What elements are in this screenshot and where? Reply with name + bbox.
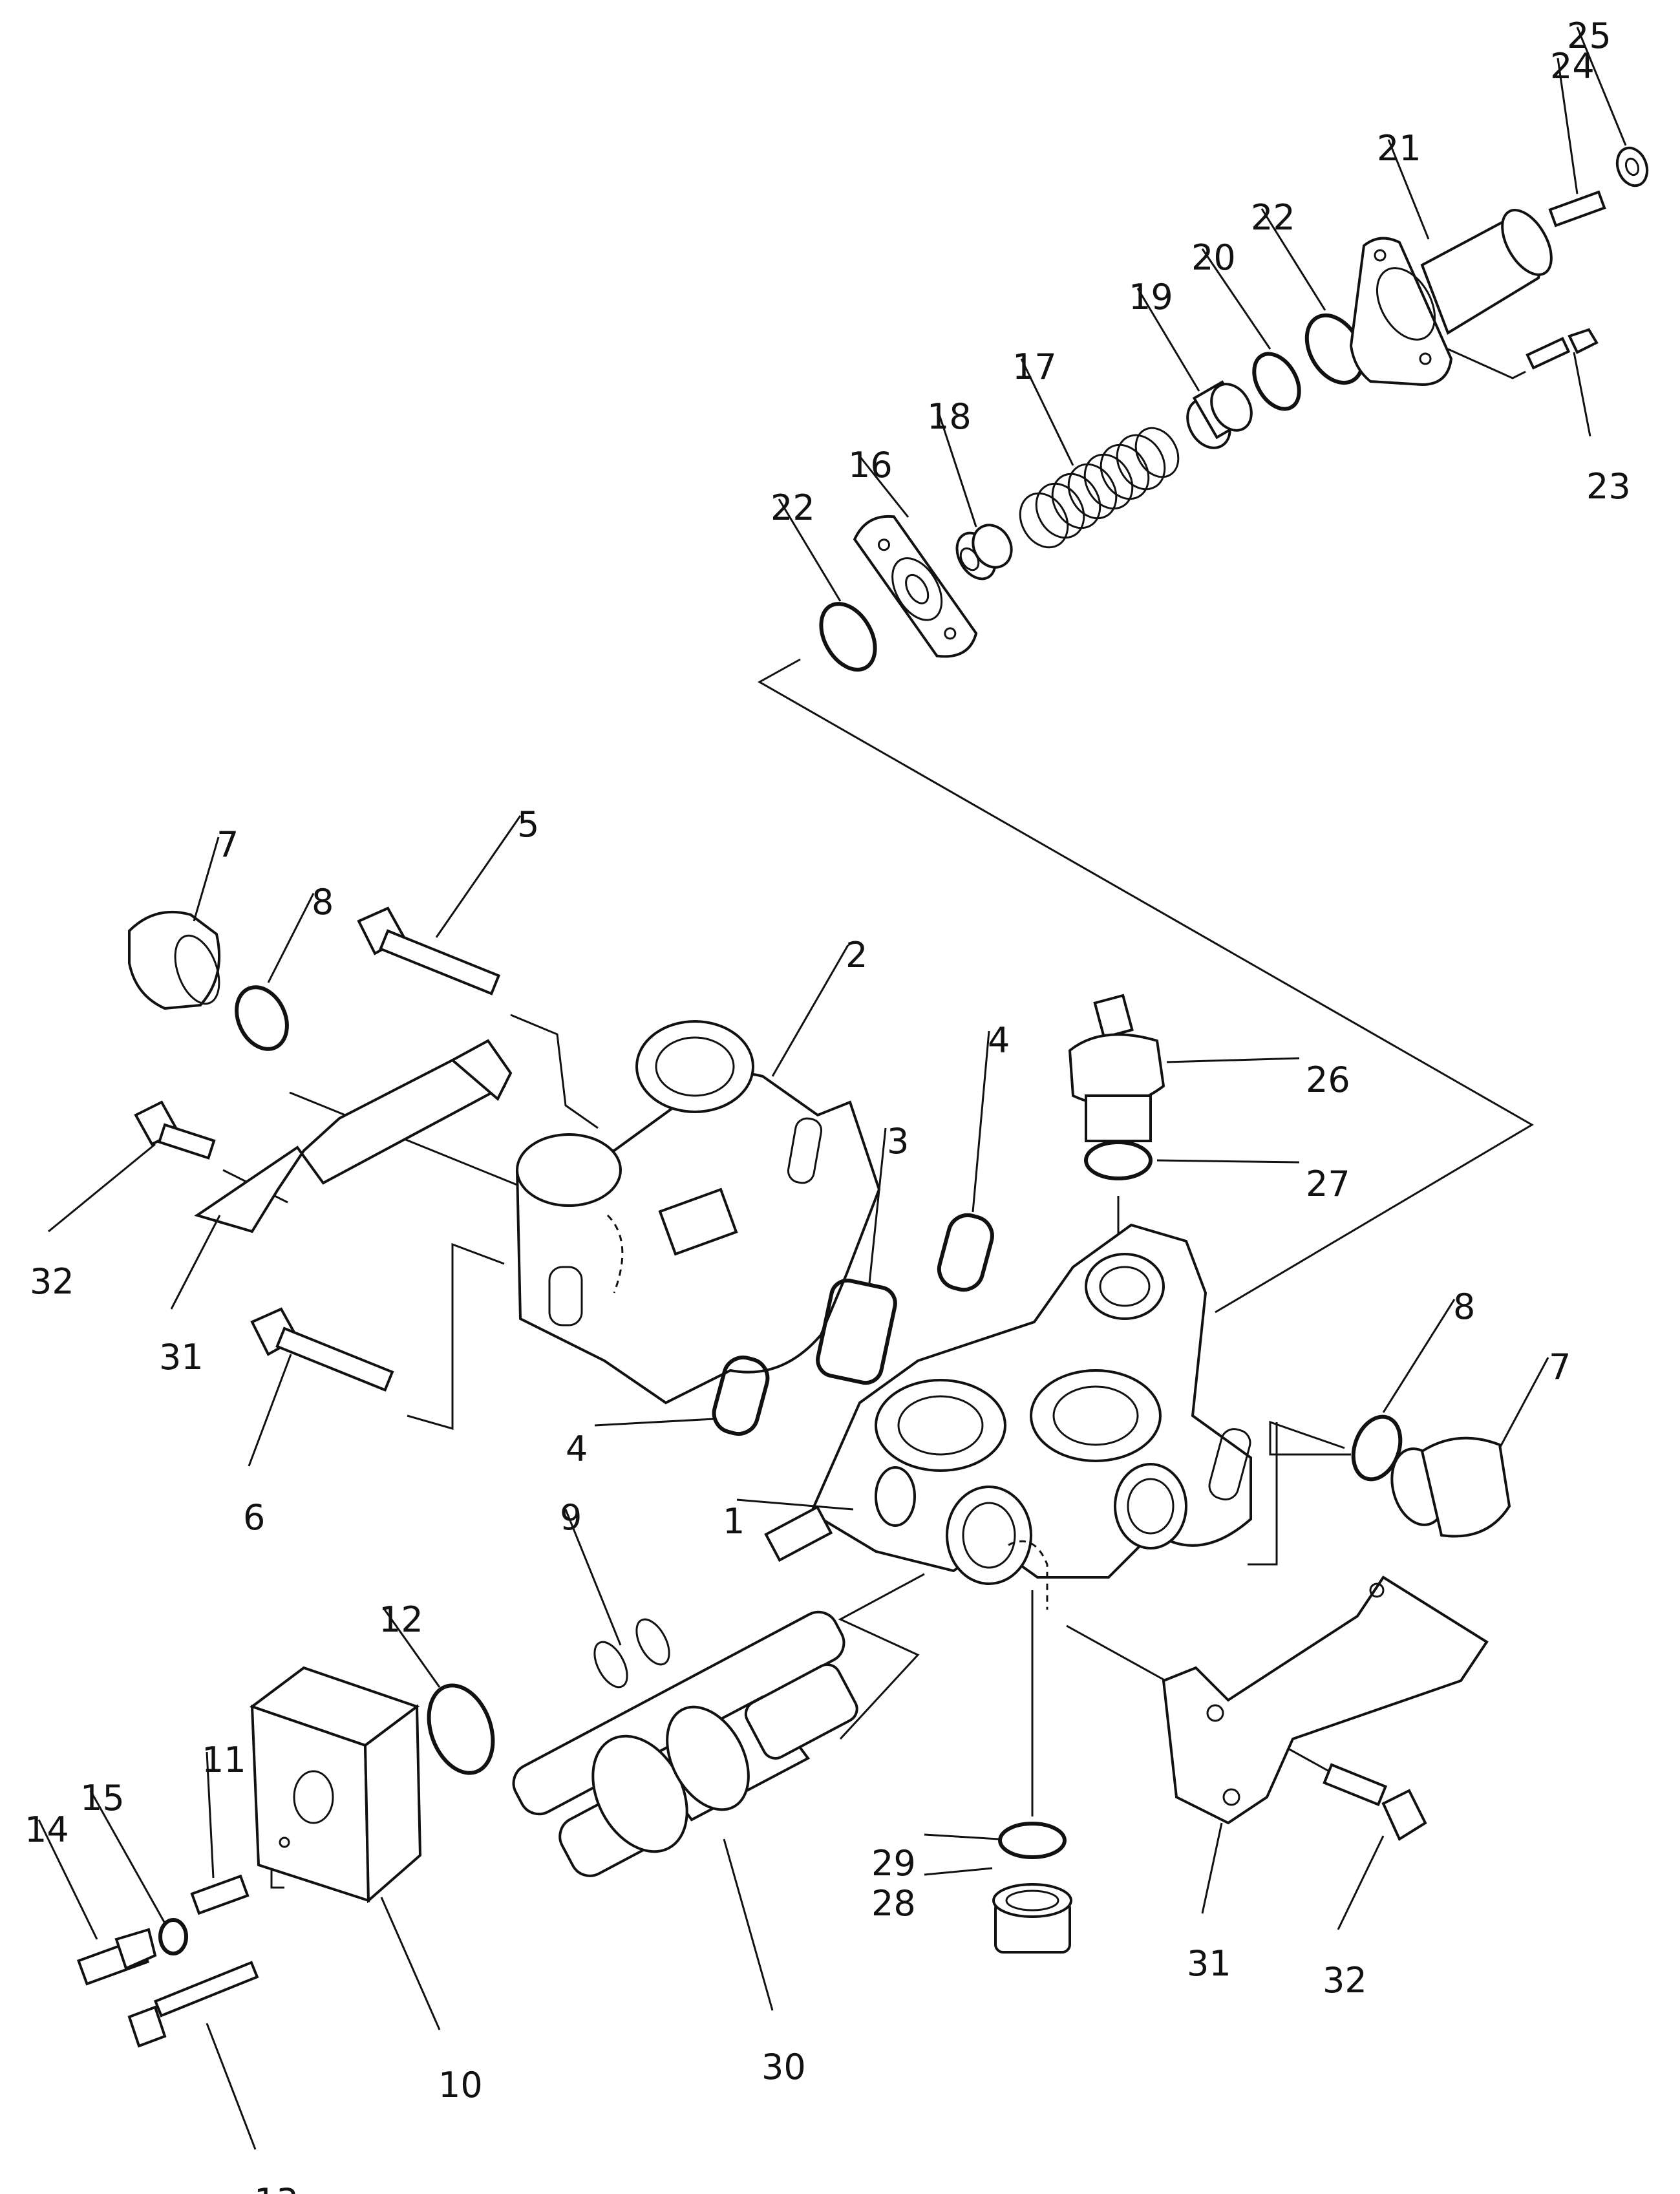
valve-body-1 (809, 1223, 1252, 1610)
o-ring-27 (1084, 1140, 1153, 1180)
callout-c21: 21 (1377, 128, 1421, 169)
callout-c14: 14 (25, 1809, 69, 1850)
bolt-32-right (1323, 1763, 1427, 1841)
cover-plate-16 (853, 515, 978, 658)
callout-c27: 27 (1306, 1164, 1350, 1204)
callout-c2: 2 (845, 935, 867, 975)
callout-c9: 9 (560, 1497, 582, 1538)
callout-c17: 17 (1012, 346, 1057, 387)
spring-seat-18 (955, 524, 1013, 580)
callout-c23: 23 (1586, 466, 1631, 507)
callout-c32b: 32 (1323, 1960, 1367, 2001)
callout-c16: 16 (848, 445, 893, 485)
o-ring-15 (158, 1918, 188, 1955)
o-ring-12 (427, 1683, 495, 1775)
bolt-5 (357, 906, 501, 996)
callout-leaders (37, 27, 1627, 2150)
callout-c3: 3 (887, 1121, 909, 1162)
callout-c24: 24 (1550, 46, 1595, 87)
callout-c8b: 8 (1453, 1286, 1475, 1327)
callout-c29: 29 (871, 1843, 916, 1884)
callout-c4b: 4 (566, 1429, 588, 1469)
callout-c5: 5 (517, 804, 539, 845)
bracket-31-right (1162, 1575, 1489, 1825)
relief-valve-26 (1068, 994, 1165, 1142)
bolt-32-left (134, 1100, 216, 1160)
callout-c7b: 7 (1549, 1347, 1571, 1387)
o-ring-29 (998, 1822, 1067, 1859)
plug-28 (992, 1883, 1072, 1954)
bolt-23 (1526, 328, 1599, 370)
callout-c28: 28 (871, 1883, 916, 1924)
callout-c12: 12 (379, 1599, 423, 1640)
callout-c10: 10 (438, 2065, 483, 2105)
fitting-14 (76, 1928, 157, 1986)
callout-c11: 11 (202, 1740, 246, 1780)
spring-17 (1019, 427, 1180, 549)
callout-c25: 25 (1567, 16, 1611, 56)
seal-3 (816, 1278, 897, 1385)
callout-c22a: 22 (1251, 197, 1295, 238)
callout-c31b: 31 (1187, 1943, 1231, 1984)
plug-7-right (1390, 1436, 1511, 1538)
spool-assembly-30 (558, 1663, 858, 1877)
callout-c4a: 4 (988, 1020, 1010, 1061)
o-ring-8-left (235, 985, 289, 1051)
plug-7-left (128, 910, 221, 1010)
callout-c26: 26 (1306, 1060, 1350, 1100)
valve-section-2 (515, 1020, 881, 1405)
callout-c8a: 8 (312, 882, 334, 922)
stud-24 (1548, 190, 1606, 228)
callout-c7a: 7 (217, 824, 239, 865)
cylinder-cover-21 (1349, 209, 1553, 387)
bolt-13 (127, 1961, 259, 2048)
callout-c18: 18 (927, 396, 972, 437)
callout-c20: 20 (1191, 237, 1236, 278)
o-ring-8-right (1351, 1414, 1403, 1482)
callout-c1: 1 (723, 1501, 745, 1542)
o-ring-20 (1252, 352, 1301, 411)
bracket-31-left (194, 1039, 513, 1233)
callout-c32a: 32 (30, 1261, 74, 1302)
o-ring-4-upper (937, 1213, 994, 1292)
callout-labels: 1234456778891011121314151617181920212222… (25, 16, 1631, 2194)
callout-c19: 19 (1129, 277, 1173, 317)
o-ring-4-lower (712, 1355, 770, 1436)
nut-25 (1615, 146, 1649, 187)
callout-c6: 6 (243, 1497, 265, 1538)
plug-11 (190, 1874, 250, 1915)
callout-c13: 13 (254, 2181, 299, 2194)
callout-c31a: 31 (159, 1337, 204, 1378)
piston-19 (1186, 380, 1253, 449)
o-ring-22-lower (819, 602, 877, 672)
callout-c22b: 22 (771, 487, 815, 528)
callout-c15: 15 (80, 1778, 125, 1818)
bolt-6 (250, 1307, 394, 1392)
cover-block-10 (249, 1666, 422, 1904)
callout-c30: 30 (761, 2047, 806, 2087)
